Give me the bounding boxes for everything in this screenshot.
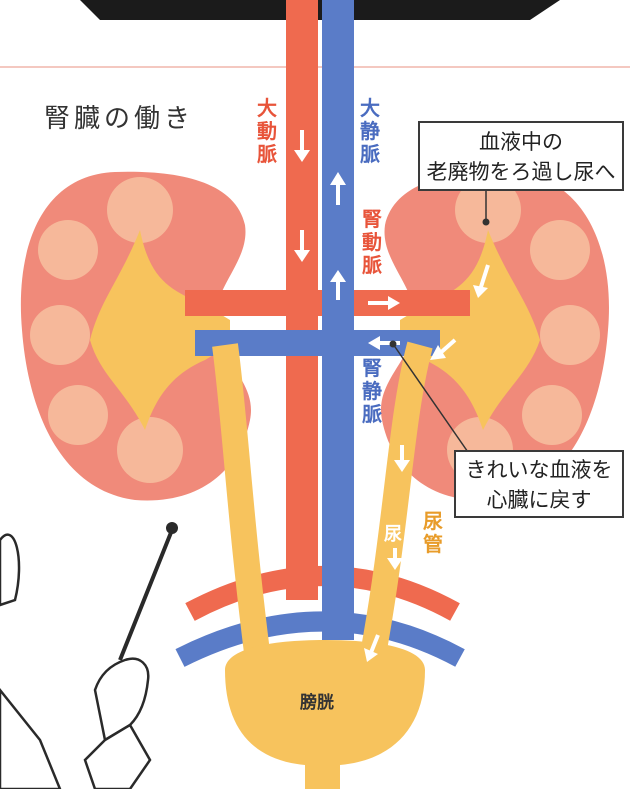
urine-label: 尿 [384, 524, 402, 545]
clean-blood-callout: きれいな血液を 心臓に戻す [454, 450, 624, 518]
aorta-label-3: 脈 [257, 142, 277, 166]
renal-artery-label-2: 動 [362, 230, 382, 254]
filter-callout: 血液中の 老廃物をろ過し尿へ [418, 121, 624, 191]
ureter-label-1: 尿 [423, 509, 443, 533]
renal-artery-label-3: 脈 [362, 253, 382, 277]
vena-cava-label-1: 大 [360, 96, 380, 120]
vena-cava-label-3: 脈 [360, 142, 380, 166]
filter-callout-line-2: 老廃物をろ過し尿へ [420, 157, 622, 187]
renal-vein-label-1: 腎 [362, 356, 382, 380]
left-ureter [225, 345, 258, 660]
clean-blood-callout-line-2: 心臓に戻す [456, 485, 622, 515]
ureter-label-2: 管 [423, 532, 443, 556]
filter-callout-line-1: 血液中の [420, 127, 622, 157]
filter-leader-dot [483, 219, 490, 226]
aorta-label-1: 大 [257, 96, 277, 120]
aorta [286, 0, 318, 600]
vena-cava [322, 0, 354, 640]
pointing-hand-icon [0, 535, 150, 789]
bladder-label: 膀胱 [300, 692, 334, 713]
pointer-stick [120, 522, 178, 660]
vena-cava-label-2: 静 [360, 119, 380, 143]
renal-vein-label-2: 静 [362, 379, 382, 403]
return-leader-dot [390, 341, 397, 348]
clean-blood-callout-line-1: きれいな血液を [456, 455, 622, 485]
aorta-label-2: 動 [257, 119, 277, 143]
bladder [225, 640, 425, 789]
renal-vein-label-3: 脈 [362, 402, 382, 426]
renal-artery-label-1: 腎 [362, 207, 382, 231]
page-title: 腎臓の働き [44, 104, 194, 134]
